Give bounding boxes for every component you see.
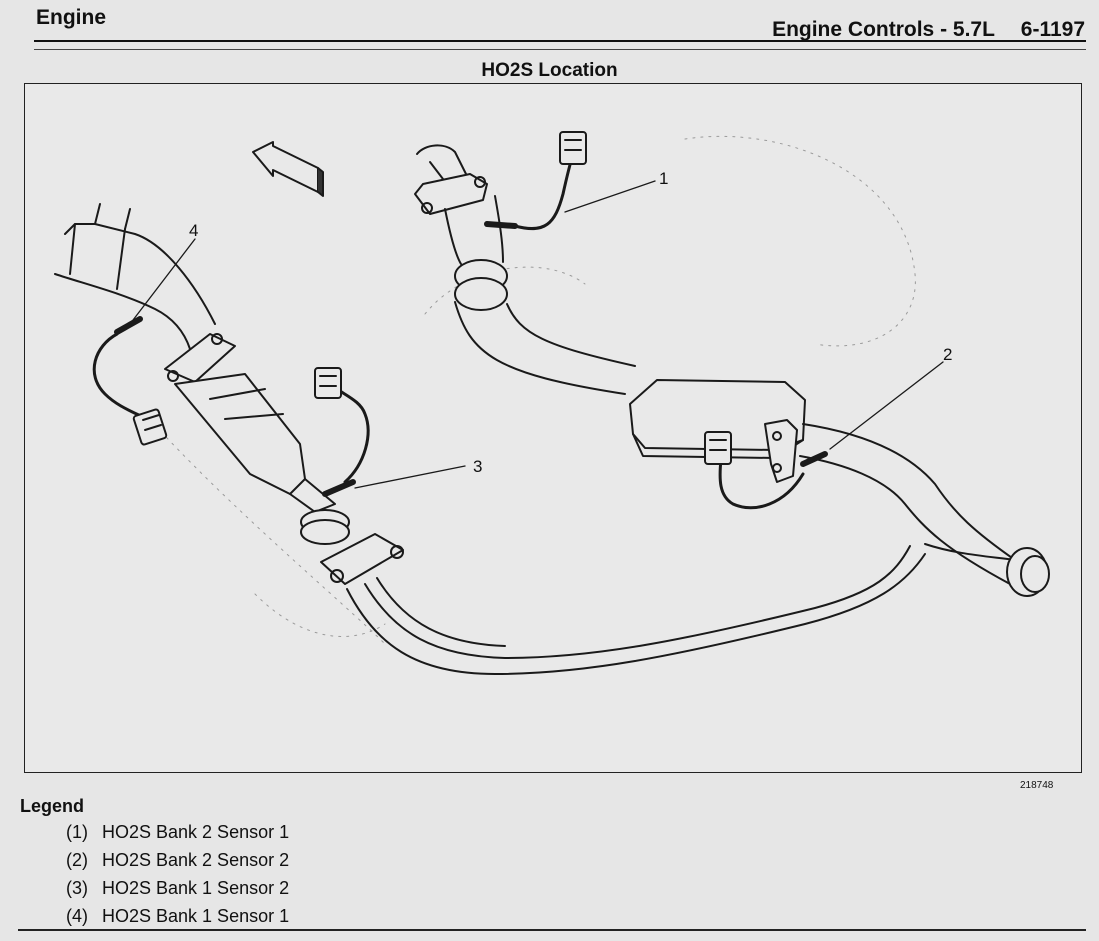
- legend-item: (4) HO2S Bank 1 Sensor 1: [66, 902, 289, 930]
- catalytic-converter: [164, 333, 350, 545]
- callout-4: 4: [189, 221, 198, 240]
- legend-item-number: (1): [66, 822, 88, 842]
- figure-id: 218748: [1020, 780, 1054, 791]
- bank2-downpipe: [414, 144, 636, 395]
- callout-leaders: [129, 180, 944, 489]
- legend-item-label: HO2S Bank 2 Sensor 1: [102, 822, 290, 842]
- legend-item-number: (3): [66, 878, 88, 898]
- callout-2: 2: [943, 345, 952, 364]
- legend-item-label: HO2S Bank 1 Sensor 2: [102, 878, 290, 898]
- legend-title: Legend: [20, 796, 85, 816]
- tailpipe: [799, 423, 1050, 597]
- sensor-bank2-s1: [484, 131, 587, 231]
- muffler: [629, 379, 806, 483]
- legend-item: (3) HO2S Bank 1 Sensor 2: [66, 874, 289, 902]
- figure-frame: 1 2 3 4: [24, 83, 1082, 773]
- legend-item-number: (4): [66, 906, 88, 926]
- footer-rule: [18, 929, 1086, 931]
- section-title: Engine: [36, 6, 107, 29]
- callout-1: 1: [659, 169, 668, 188]
- page-number: 6-1197: [1020, 18, 1085, 41]
- direction-arrow-icon: [252, 141, 324, 197]
- sensor-bank1-s2: [314, 367, 370, 497]
- sensor-bank1-s1: [92, 316, 168, 446]
- chapter-title: Engine Controls - 5.7L: [772, 18, 995, 41]
- bank1-manifold-pipe: [54, 203, 216, 350]
- header-rule-thin: [34, 49, 1086, 50]
- legend-item-label: HO2S Bank 1 Sensor 1: [102, 906, 290, 926]
- sensor-bank2-s2: [704, 431, 828, 510]
- header-rule: [34, 40, 1086, 42]
- callout-3: 3: [473, 457, 482, 476]
- bank1-rear-pipe: [320, 533, 926, 675]
- legend-list: (1) HO2S Bank 2 Sensor 1 (2) HO2S Bank 2 S…: [66, 818, 289, 930]
- background-shading: [144, 135, 916, 645]
- legend-item-number: (2): [66, 850, 88, 870]
- exhaust-diagram: 1 2 3 4: [54, 131, 1050, 675]
- legend-item: (2) HO2S Bank 2 Sensor 2: [66, 846, 289, 874]
- figure-title: HO2S Location: [481, 60, 618, 81]
- page-header: Engine Controls - 5.7L 6-1197: [772, 18, 1085, 42]
- legend-item: (1) HO2S Bank 2 Sensor 1: [66, 818, 289, 846]
- legend-item-label: HO2S Bank 2 Sensor 2: [102, 850, 290, 870]
